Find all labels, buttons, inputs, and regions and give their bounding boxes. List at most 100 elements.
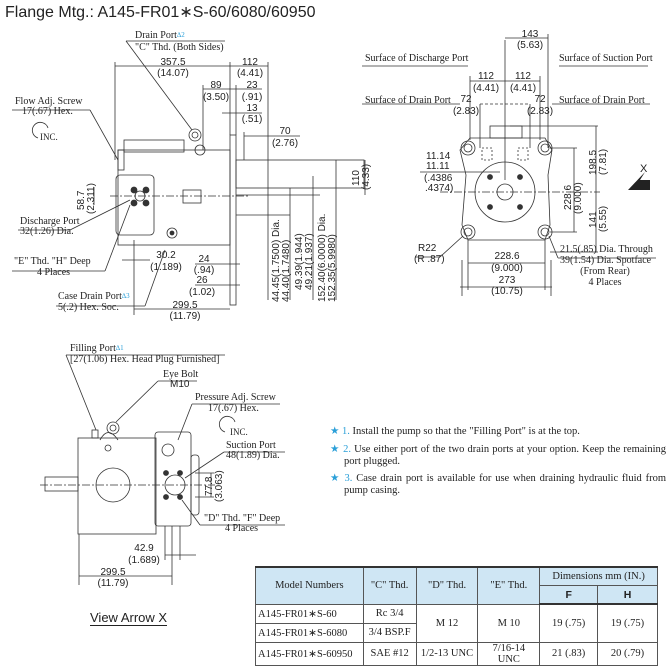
dim-77-8-in: (3.063) — [214, 470, 225, 502]
key-height-min: 49.21(1.937) — [304, 233, 315, 290]
dim-42-9: 42.9 — [134, 543, 154, 554]
pilot-dia-min: 152.35(5.9980) — [327, 234, 338, 302]
dim-112-right: 112 — [515, 71, 531, 82]
dim-58-7-in: (2.311) — [86, 183, 97, 214]
dim-143: 143 — [521, 29, 539, 40]
dim-112-right-in: (4.41) — [509, 83, 537, 94]
star-icon: ★ — [330, 426, 340, 437]
dim-30-2: 30.2 — [156, 250, 176, 261]
dim-13: 13 — [246, 103, 258, 114]
drain-port-thread: "C" Thd. (Both Sides) — [135, 42, 224, 53]
header-h: H — [597, 585, 658, 605]
surface-drain-right-label: Surface of Drain Port — [559, 95, 645, 106]
bottom-view-pump — [40, 421, 215, 535]
dim-72-right-in: (2.83) — [526, 106, 554, 117]
table-row: A145-FR01∗S-6080 3/4 BSP.F — [255, 622, 658, 643]
discharge-port-label: Discharge Port — [20, 216, 80, 227]
table-row: A145-FR01∗S-60950 SAE #12 1/2-13 UNC 7/1… — [255, 641, 658, 666]
key-width-max-in: (.4386 — [424, 173, 453, 184]
note-3: ★ 3. Case drain port is available for us… — [330, 473, 667, 496]
hole-through-label: 21.5(.85) Dia. Through — [560, 244, 653, 255]
dim-23: 23 — [246, 80, 258, 91]
inc-label: INC. — [40, 132, 58, 142]
bottom-view-dimension-lines — [65, 354, 285, 585]
dim-26: 26 — [196, 275, 208, 286]
view-arrow-x-icon — [628, 172, 650, 190]
dim-228-6-horizontal: 228.6 — [494, 251, 520, 262]
header-dimensions: Dimensions mm (IN.) — [539, 567, 658, 586]
side-view-pump — [110, 128, 365, 306]
header-f: F — [539, 585, 599, 605]
dim-30-2-in: (1.189) — [150, 262, 182, 273]
dim-357-5-in: (14.07) — [157, 68, 189, 79]
star-icon: ★ — [330, 444, 340, 455]
dim-273: 273 — [498, 275, 516, 286]
dim-70-in: (2.76) — [271, 138, 299, 149]
dim-112-in: (4.41) — [236, 68, 264, 79]
r22-label: R22 — [418, 243, 437, 254]
dim-143-in: (5.63) — [516, 40, 544, 51]
model-thread-table: Model Numbers "C" Thd. "D" Thd. "E" Thd.… — [255, 566, 658, 666]
dim-299-5-bottom-in: (11.79) — [97, 578, 129, 589]
dim-110-in: (4.33) — [361, 163, 372, 190]
flow-adj-hex: 17(.67) Hex. — [22, 106, 73, 117]
filling-port-plug: [27(1.06) Hex. Head Plug Furnished] — [70, 354, 220, 365]
shaft-dia-min: 44.40(1.7480) — [281, 239, 292, 302]
dim-26-in: (1.02) — [188, 287, 216, 298]
dim-89-in: (3.50) — [202, 92, 230, 103]
drawing-geometry — [12, 34, 656, 585]
dim-72-left-in: (2.83) — [452, 106, 480, 117]
filling-port-label: Filling Port∆1 — [70, 343, 124, 354]
dim-72-right: 72 — [534, 94, 546, 105]
case-drain-label: Case Drain Port∆3 — [58, 291, 130, 302]
discharge-port-dia: 32(1.26) Dia. — [20, 226, 74, 237]
e-thread-label: "E" Thd. "H" Deep — [14, 256, 91, 267]
note-1: ★ 1. Install the pump so that the "Filli… — [330, 426, 580, 437]
header-d-thd: "D" Thd. — [415, 567, 479, 605]
hole-spotface-label: 39(1.54) Dia. Spotface — [560, 255, 652, 266]
surface-discharge-label: Surface of Discharge Port — [365, 53, 469, 64]
star-icon: ★ — [330, 473, 341, 484]
note-2: ★ 2. Use either port of the two drain po… — [330, 444, 666, 467]
header-model: Model Numbers — [255, 567, 364, 605]
end-view-dimension-lines — [362, 34, 656, 296]
eye-bolt-label: Eye Bolt — [163, 369, 199, 380]
table-row: A145-FR01∗S-60 Rc 3/4 M 12 M 10 19 (.75)… — [255, 603, 658, 643]
surface-suction-label: Surface of Suction Port — [559, 53, 653, 64]
pressure-adj-hex: 17(.67) Hex. — [208, 403, 259, 414]
dim-228-6-horizontal-in: (9.000) — [491, 263, 523, 274]
dim-299-5-bottom: 299.5 — [100, 567, 126, 578]
header-c-thd: "C" Thd. — [362, 567, 417, 605]
dim-24-in: (.94) — [193, 265, 215, 276]
case-drain-hex: 5(.2) Hex. Soc. — [58, 302, 119, 313]
dim-357-5: 357.5 — [160, 57, 186, 68]
dim-13-in: (.51) — [241, 114, 263, 125]
dim-72-left: 72 — [460, 94, 472, 105]
dim-299-5-in: (11.79) — [169, 311, 201, 322]
key-width-min-in: .4374) — [425, 183, 454, 194]
dim-112-left: 112 — [478, 71, 494, 82]
d-thread-places: 4 Places — [225, 523, 259, 534]
suction-port-label: Suction Port — [226, 440, 276, 451]
dim-42-9-in: (1.689) — [128, 555, 160, 566]
surface-drain-left-label: Surface of Drain Port — [365, 95, 451, 106]
key-width-max: 11.14 — [426, 151, 451, 162]
key-width-min: 11.11 — [426, 161, 450, 172]
dim-23-in: (.91) — [241, 92, 263, 103]
drain-port-label: Drain Port∆2 — [135, 30, 185, 41]
dim-112: 112 — [242, 57, 258, 68]
dim-112-left-in: (4.41) — [472, 83, 500, 94]
page-title: Flange Mtg.: A145-FR01∗S-60/6080/60950 — [5, 4, 316, 21]
dim-89: 89 — [210, 80, 222, 91]
d-thread-label: "D" Thd. "F" Deep — [204, 513, 281, 524]
header-e-thd: "E" Thd. — [477, 567, 541, 605]
flow-adj-label: Flow Adj. Screw — [15, 96, 83, 107]
arrow-x-label: X — [640, 163, 648, 175]
dim-198-5-in: (7.81) — [598, 148, 609, 175]
dim-141-in: (5.55) — [598, 205, 609, 232]
dim-273-in: (10.75) — [491, 286, 523, 297]
dim-24: 24 — [198, 254, 210, 265]
dim-70: 70 — [279, 126, 291, 137]
inc-label-bottom: INC. — [230, 427, 248, 437]
hole-places: 4 Places — [588, 277, 622, 288]
